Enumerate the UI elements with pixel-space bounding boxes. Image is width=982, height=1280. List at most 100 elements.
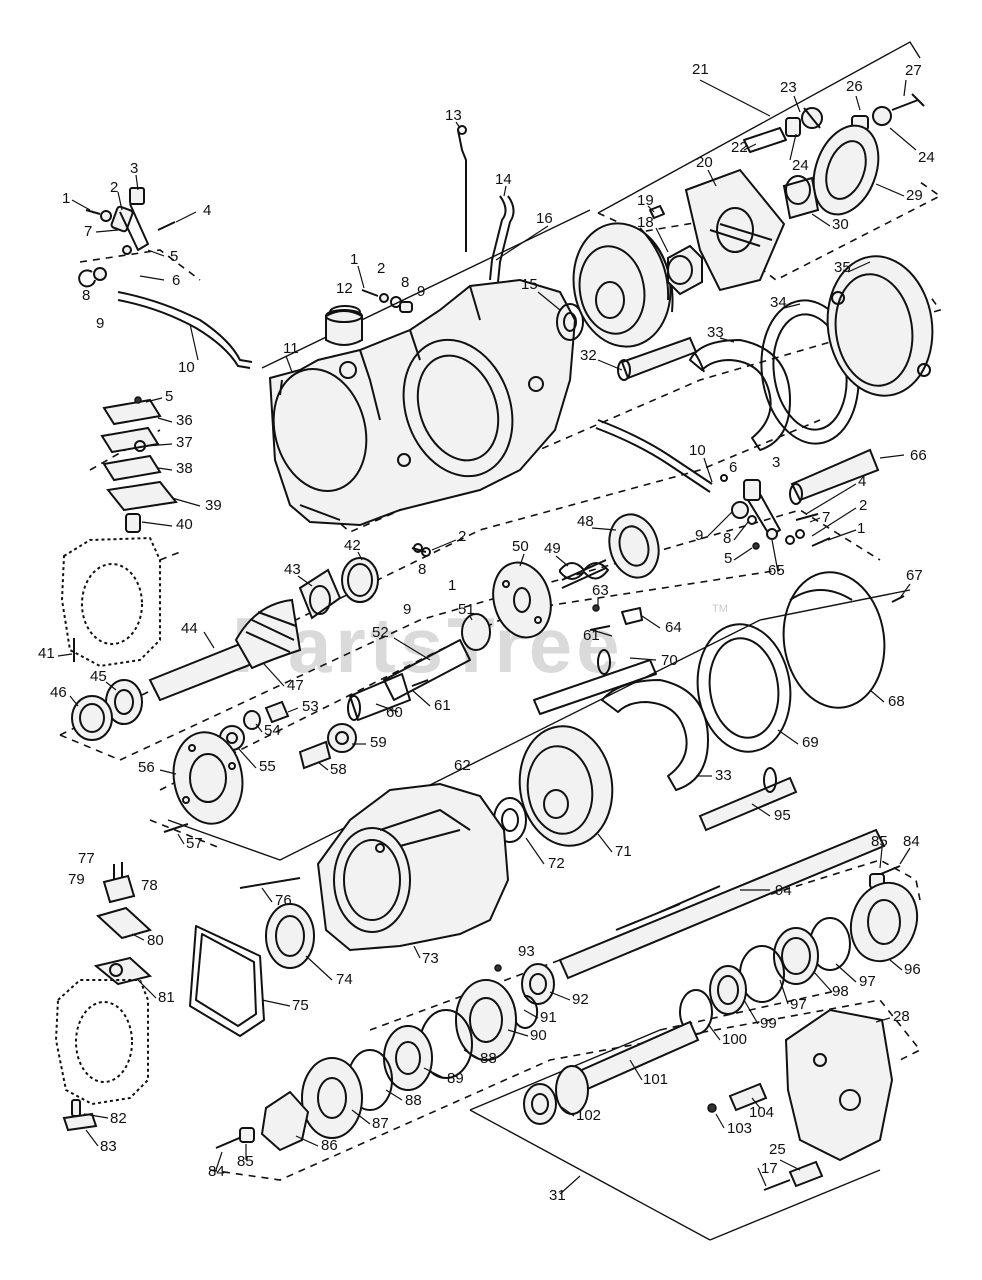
shift-lever-assembly-upper bbox=[78, 187, 253, 369]
part-label-l63: 63 bbox=[592, 582, 609, 599]
part-label-l57: 57 bbox=[186, 835, 203, 852]
part-label-l67: 67 bbox=[906, 567, 923, 584]
part-label-l90: 90 bbox=[530, 1027, 547, 1044]
part-label-l100: 100 bbox=[722, 1031, 747, 1048]
part-label-l5c: 5 bbox=[165, 388, 173, 405]
part-label-l7b: 7 bbox=[822, 509, 830, 526]
upper-drum-part-16 bbox=[556, 222, 674, 348]
part-label-l65: 65 bbox=[768, 562, 785, 579]
part-label-l25: 25 bbox=[769, 1141, 786, 1158]
leader-lines bbox=[57, 79, 917, 1195]
part-label-l99: 99 bbox=[760, 1015, 777, 1032]
part-label-l86: 86 bbox=[321, 1137, 338, 1154]
part-label-l101: 101 bbox=[643, 1071, 668, 1088]
part-label-l8b: 8 bbox=[401, 274, 409, 291]
part-label-l76: 76 bbox=[275, 892, 292, 909]
part-label-l84a: 84 bbox=[903, 833, 920, 850]
small-gear-cluster bbox=[219, 700, 357, 770]
part-label-l10b: 10 bbox=[689, 442, 706, 459]
part-label-l72: 72 bbox=[548, 855, 565, 872]
part-label-l10a: 10 bbox=[178, 359, 195, 376]
part-label-l89: 89 bbox=[447, 1070, 464, 1087]
part-label-l22: 22 bbox=[731, 139, 748, 156]
part-label-l96: 96 bbox=[904, 961, 921, 978]
part-label-l9b: 9 bbox=[417, 283, 425, 300]
part-label-l1d: 1 bbox=[448, 577, 456, 594]
part-label-l44: 44 bbox=[181, 620, 198, 637]
part-label-l73: 73 bbox=[422, 950, 439, 967]
part-label-l81: 81 bbox=[158, 989, 175, 1006]
part-label-l28: 28 bbox=[893, 1008, 910, 1025]
part-label-l49: 49 bbox=[544, 540, 561, 557]
part-label-l79: 79 bbox=[68, 871, 85, 888]
transmission-housing-part-11 bbox=[268, 278, 577, 527]
part-label-l92: 92 bbox=[572, 991, 589, 1008]
part-label-l7a: 7 bbox=[84, 223, 92, 240]
upper-brake-assembly bbox=[617, 255, 934, 451]
part-label-l103: 103 bbox=[727, 1120, 752, 1137]
part-label-l61a: 61 bbox=[583, 627, 600, 644]
part-label-l41: 41 bbox=[38, 645, 55, 662]
part-label-l8a: 8 bbox=[82, 287, 90, 304]
part-label-l46: 46 bbox=[50, 684, 67, 701]
part-label-l2a: 2 bbox=[110, 179, 118, 196]
part-label-l51: 51 bbox=[458, 601, 475, 618]
part-label-l43: 43 bbox=[284, 561, 301, 578]
part-label-l19: 19 bbox=[637, 192, 654, 209]
cap-dipstick-tube bbox=[325, 125, 515, 346]
axle-and-lower-gear-stack bbox=[215, 828, 919, 1191]
part-label-l8c: 8 bbox=[723, 530, 731, 547]
part-label-l3b: 3 bbox=[772, 454, 780, 471]
part-label-l31: 31 bbox=[549, 1187, 566, 1204]
differential-middle-group bbox=[347, 513, 660, 721]
part-label-l29: 29 bbox=[906, 187, 923, 204]
part-label-l84b: 84 bbox=[208, 1163, 225, 1180]
part-label-l23: 23 bbox=[780, 79, 797, 96]
part-label-l69: 69 bbox=[802, 734, 819, 751]
part-label-l9c: 9 bbox=[695, 527, 703, 544]
part-label-l6a: 6 bbox=[172, 272, 180, 289]
part-label-l54: 54 bbox=[264, 722, 281, 739]
part-label-l24a: 24 bbox=[792, 157, 809, 174]
part-label-l85a: 85 bbox=[871, 833, 888, 850]
part-label-l75: 75 bbox=[292, 997, 309, 1014]
part-label-l78: 78 bbox=[141, 877, 158, 894]
shift-lever-assembly-right bbox=[595, 419, 905, 603]
part-label-l95: 95 bbox=[774, 807, 791, 824]
pinion-bevel-gear-set bbox=[71, 543, 431, 741]
part-label-l45: 45 bbox=[90, 668, 107, 685]
part-label-l17: 17 bbox=[761, 1160, 778, 1177]
part-label-l21: 21 bbox=[692, 61, 709, 78]
part-label-l62: 62 bbox=[454, 757, 471, 774]
part-label-l4b: 4 bbox=[858, 473, 866, 490]
left-plate-stack bbox=[61, 396, 178, 667]
lower-brake-assembly bbox=[493, 571, 886, 847]
part-label-l53: 53 bbox=[302, 698, 319, 715]
part-label-l9d: 9 bbox=[403, 601, 411, 618]
part-label-l68: 68 bbox=[888, 693, 905, 710]
part-label-l6b: 6 bbox=[729, 459, 737, 476]
part-label-l11: 11 bbox=[283, 340, 299, 357]
part-label-l13: 13 bbox=[445, 107, 462, 124]
part-label-l59: 59 bbox=[370, 734, 387, 751]
part-label-l30: 30 bbox=[832, 216, 849, 233]
upper-right-gear-stack bbox=[649, 93, 925, 296]
part-label-l1b: 1 bbox=[350, 251, 358, 268]
part-label-l32: 32 bbox=[580, 347, 597, 364]
part-label-l2c: 2 bbox=[859, 497, 867, 514]
part-label-l39: 39 bbox=[205, 497, 222, 514]
part-label-l94: 94 bbox=[775, 882, 792, 899]
part-label-l15: 15 bbox=[521, 276, 538, 293]
part-label-l1a: 1 bbox=[62, 190, 70, 207]
part-label-l55: 55 bbox=[259, 758, 276, 775]
part-label-l35: 35 bbox=[834, 259, 851, 276]
part-label-l27: 27 bbox=[905, 62, 922, 79]
part-label-l2d: 2 bbox=[458, 528, 466, 545]
part-label-l8d: 8 bbox=[418, 561, 426, 578]
part-label-l34: 34 bbox=[770, 294, 787, 311]
part-label-l74: 74 bbox=[336, 971, 353, 988]
part-label-l36: 36 bbox=[176, 412, 193, 429]
part-label-l14: 14 bbox=[495, 171, 512, 188]
